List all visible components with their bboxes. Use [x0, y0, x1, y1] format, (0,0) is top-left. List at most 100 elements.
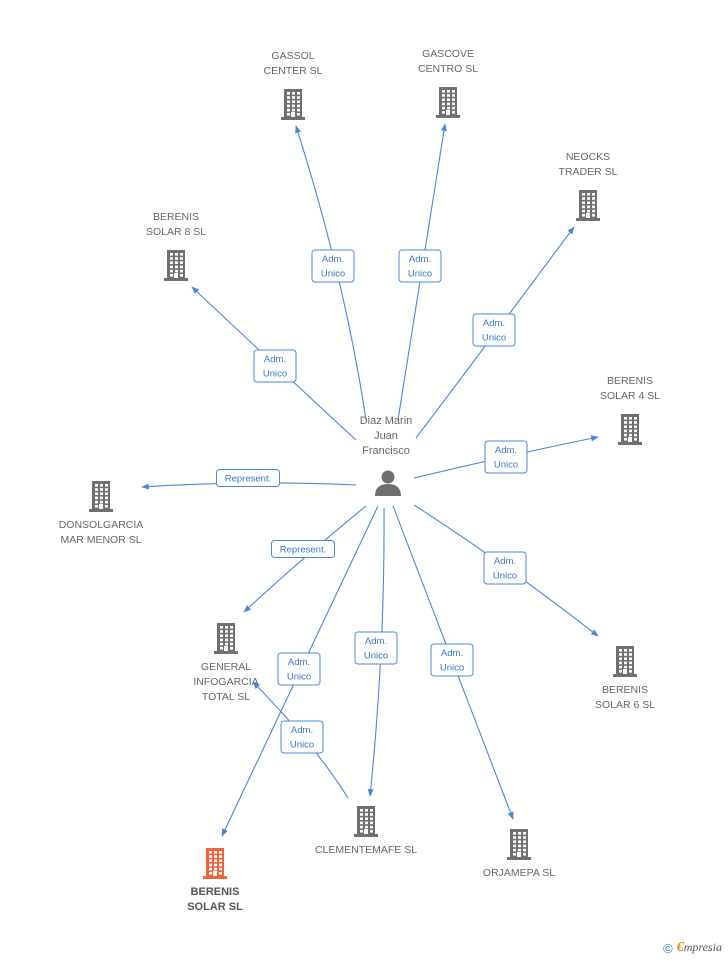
- building-icon: [576, 190, 600, 221]
- relation-label-text: Unico: [263, 369, 287, 380]
- relation-label-text: Unico: [493, 571, 517, 582]
- relation-label-text: Adm.: [495, 445, 517, 456]
- relation-label-text: Adm.: [494, 556, 516, 567]
- relation-label-box: [216, 469, 280, 487]
- company-node-general[interactable]: GENERAL INFOGARCIA TOTAL SL: [193, 623, 259, 703]
- relation-label-text: Adm.: [264, 354, 286, 365]
- relation-label[interactable]: Adm. Unico: [354, 631, 398, 665]
- company-name-line: DONSOLGARCIA: [59, 519, 144, 531]
- company-name-line: SOLAR SL: [187, 901, 243, 913]
- relation-label-text: Adm.: [365, 636, 387, 647]
- company-name-line: BERENIS: [602, 684, 648, 696]
- relation-label-box: [484, 440, 528, 474]
- relation-label-text: Unico: [408, 269, 432, 280]
- company-node-orjamepa[interactable]: ORJAMEPA SL: [483, 829, 555, 879]
- building-icon: [89, 481, 113, 512]
- company-name-line: GASSOL: [271, 50, 314, 62]
- relation-label-box: [472, 313, 516, 347]
- relation-label-text: Unico: [440, 663, 464, 674]
- building-icon: [203, 848, 227, 879]
- relation-label-box: [280, 720, 324, 754]
- building-icon: [164, 250, 188, 281]
- brand-footer: © €mpresia: [663, 940, 722, 956]
- relation-label-box: [398, 249, 442, 283]
- company-name-line: MAR MENOR SL: [60, 534, 141, 546]
- company-name-line: TRADER SL: [559, 166, 618, 178]
- relation-label-text: Unico: [482, 333, 506, 344]
- company-name-line: CENTRO SL: [418, 63, 478, 75]
- company-name-line: GENERAL: [201, 661, 251, 673]
- building-icon: [214, 623, 238, 654]
- brand-logo[interactable]: €mpresia: [677, 940, 722, 956]
- relation-label-box: [483, 551, 527, 585]
- company-node-donsol[interactable]: DONSOLGARCIA MAR MENOR SL: [59, 481, 144, 546]
- building-icon: [354, 806, 378, 837]
- building-icon: [618, 414, 642, 445]
- relation-label-box: [430, 643, 474, 677]
- company-name-line: BERENIS: [607, 375, 653, 387]
- company-node-clemente[interactable]: CLEMENTEMAFE SL: [315, 806, 417, 856]
- company-node-berenis6[interactable]: BERENIS SOLAR 6 SL: [595, 646, 655, 711]
- company-name-line: GASCOVE: [422, 48, 474, 60]
- relation-label-box: [311, 249, 355, 283]
- relation-label-text: Adm.: [441, 648, 463, 659]
- relation-label[interactable]: Adm. Unico: [484, 440, 528, 474]
- company-name-line: BERENIS: [153, 211, 199, 223]
- relation-label[interactable]: Adm. Unico: [398, 249, 442, 283]
- relation-label-text: Unico: [364, 651, 388, 662]
- relation-label[interactable]: Adm. Unico: [430, 643, 474, 677]
- relation-label-box: [277, 652, 321, 686]
- relation-label-text: Adm.: [291, 725, 313, 736]
- building-icon: [507, 829, 531, 860]
- company-name-line: SOLAR 4 SL: [600, 390, 660, 402]
- relation-label-text: Unico: [494, 460, 518, 471]
- relation-label-text: Unico: [287, 672, 311, 683]
- company-name-line: ORJAMEPA SL: [483, 867, 555, 879]
- building-icon: [436, 87, 460, 118]
- brand-name: mpresia: [683, 940, 722, 954]
- relation-label-text: Adm.: [483, 318, 505, 329]
- company-node-berenis[interactable]: BERENIS SOLAR SL: [187, 848, 243, 913]
- company-name-line: SOLAR 8 SL: [146, 226, 206, 238]
- company-node-neocks[interactable]: NEOCKS TRADER SL: [559, 151, 618, 221]
- relation-label[interactable]: Adm. Unico: [280, 720, 324, 754]
- relation-label[interactable]: Represent.: [271, 540, 335, 558]
- relation-label-box: [354, 631, 398, 665]
- relation-label-text: Unico: [321, 269, 345, 280]
- copyright-icon: ©: [663, 940, 673, 956]
- company-name-line: TOTAL SL: [202, 691, 250, 703]
- relation-label[interactable]: Adm. Unico: [277, 652, 321, 686]
- company-name-line: SOLAR 6 SL: [595, 699, 655, 711]
- person-icon: [375, 470, 401, 496]
- relation-label[interactable]: Adm. Unico: [253, 349, 297, 383]
- relation-label[interactable]: Adm. Unico: [472, 313, 516, 347]
- person-name-line: Francisco: [362, 445, 410, 457]
- relation-label[interactable]: Adm. Unico: [483, 551, 527, 585]
- relation-label[interactable]: Represent.: [216, 469, 280, 487]
- relation-label[interactable]: Adm. Unico: [311, 249, 355, 283]
- relation-label-text: Represent.: [280, 545, 326, 556]
- building-icon: [281, 89, 305, 120]
- company-name-line: INFOGARCIA: [193, 676, 258, 688]
- company-node-gassol[interactable]: GASSOL CENTER SL: [264, 50, 323, 120]
- company-name-line: CLEMENTEMAFE SL: [315, 844, 417, 856]
- relation-label-text: Adm.: [288, 657, 310, 668]
- company-node-gascove[interactable]: GASCOVE CENTRO SL: [418, 48, 478, 118]
- brand-initial: €: [676, 940, 684, 955]
- company-name-line: NEOCKS: [566, 151, 610, 163]
- person-name-line: Diaz Marin: [360, 415, 413, 427]
- relation-label-text: Adm.: [409, 254, 431, 265]
- building-icon: [613, 646, 637, 677]
- company-name-line: BERENIS: [191, 886, 240, 898]
- company-node-berenis8[interactable]: BERENIS SOLAR 8 SL: [146, 211, 206, 281]
- company-name-line: CENTER SL: [264, 65, 323, 77]
- company-node-berenis4[interactable]: BERENIS SOLAR 4 SL: [600, 375, 660, 445]
- relation-label-box: [271, 540, 335, 558]
- relation-edge: [243, 505, 367, 613]
- relation-label-text: Adm.: [322, 254, 344, 265]
- relation-label-text: Represent.: [225, 474, 271, 485]
- person-name-line: Juan: [374, 430, 398, 442]
- relation-label-text: Unico: [290, 740, 314, 751]
